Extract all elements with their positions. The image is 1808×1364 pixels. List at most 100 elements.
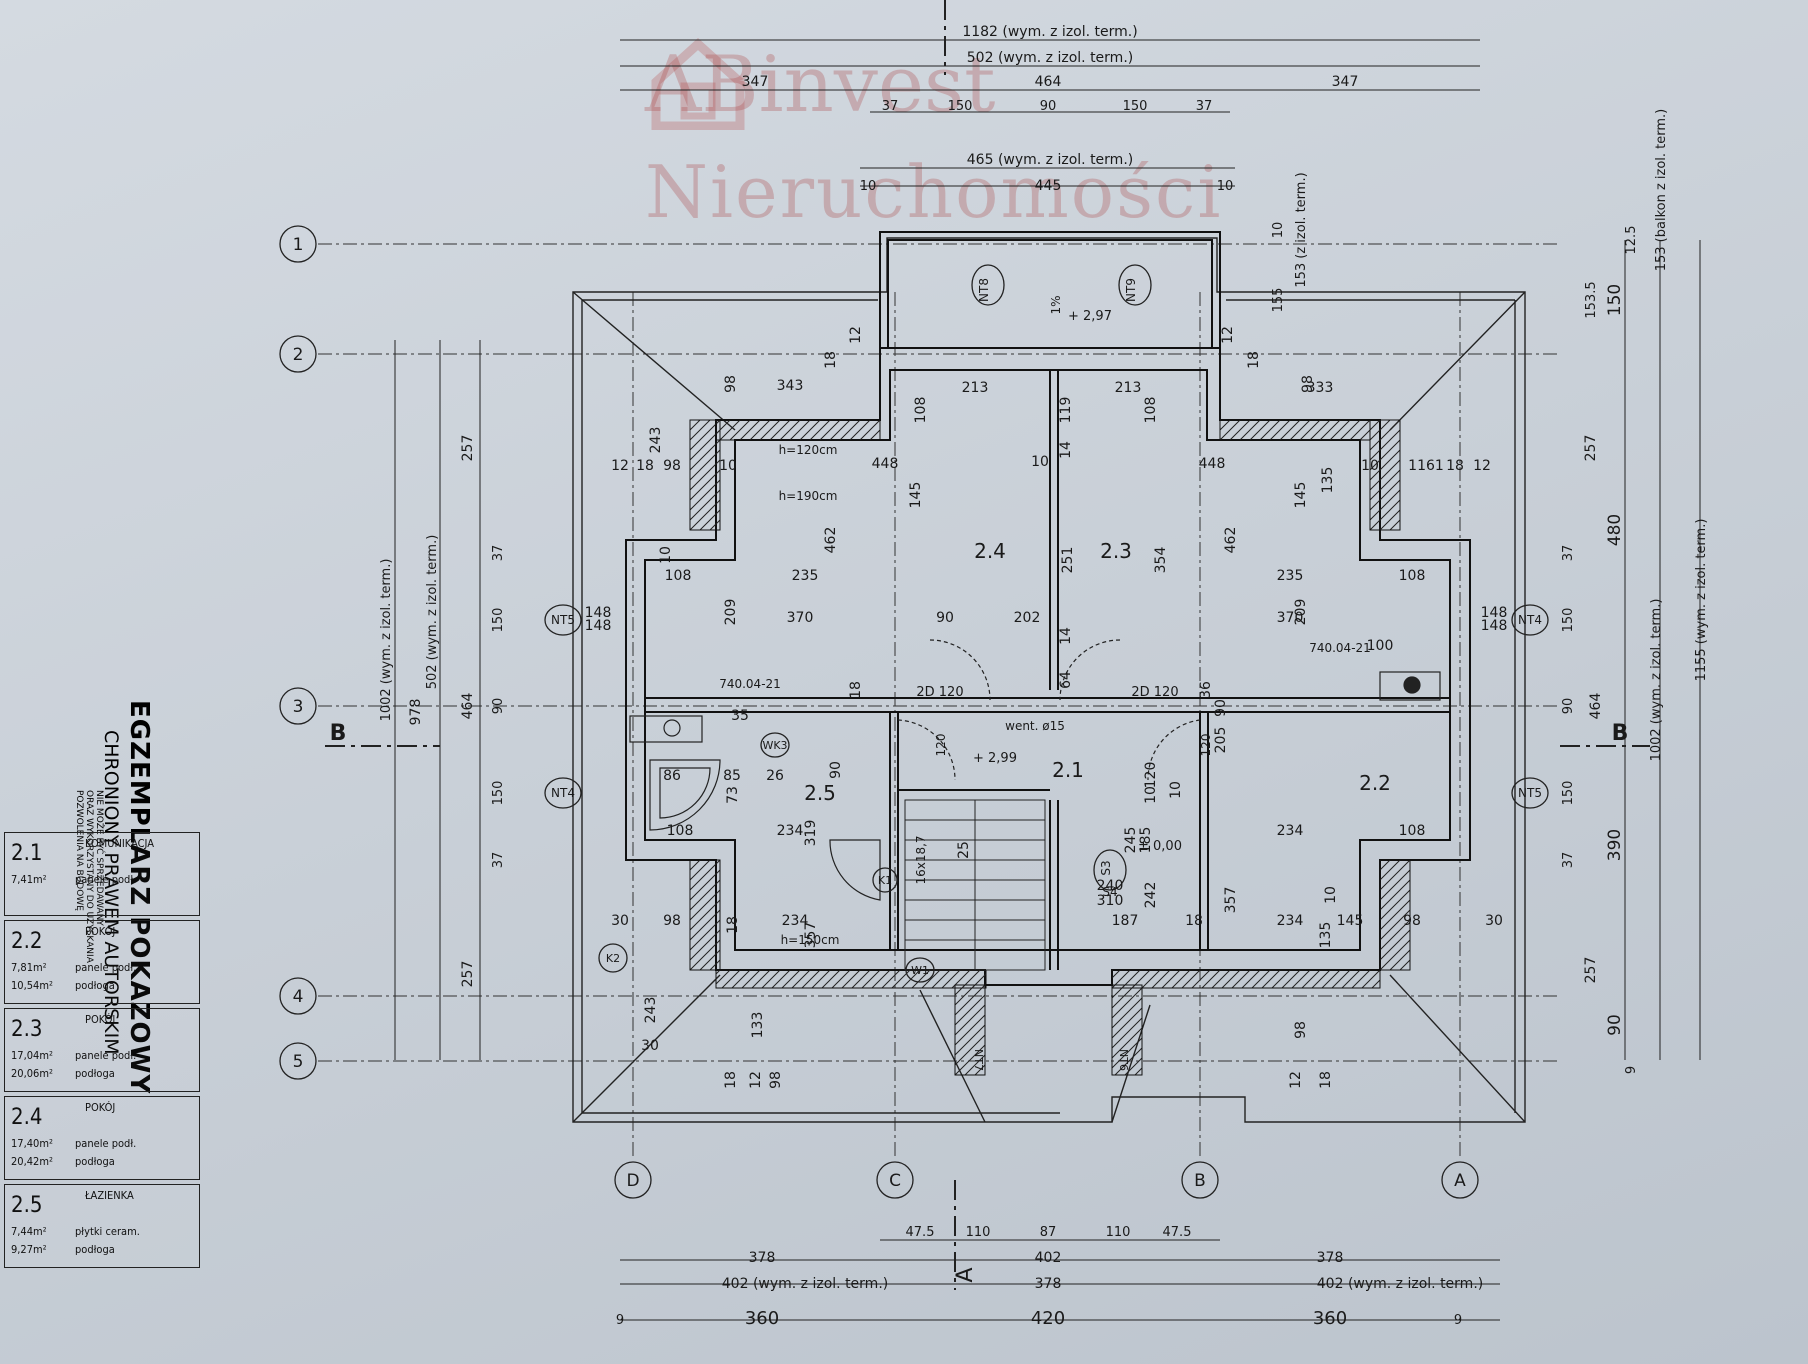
dimension-label: 37 bbox=[1561, 545, 1576, 562]
inner-dimension-label: 108 bbox=[1143, 397, 1159, 424]
inner-dimension-label: 242 bbox=[1143, 882, 1159, 909]
plan-label: 2.2 bbox=[1359, 771, 1391, 795]
inner-dimension-label: 35 bbox=[731, 708, 749, 724]
dimension-label: 37 bbox=[491, 852, 506, 869]
room-name: KOMUNIKACJA bbox=[85, 837, 155, 850]
dimension-label: 153 (balkon z izol. term.) bbox=[1654, 109, 1669, 272]
inner-dimension-label: 73 bbox=[725, 786, 741, 804]
dimension-label: 90 bbox=[1561, 698, 1576, 715]
inner-dimension-label: 18 bbox=[1185, 913, 1203, 929]
inner-dimension-label: 145 bbox=[1337, 913, 1364, 929]
inner-dimension-label: 235 bbox=[1277, 568, 1304, 584]
inner-dimension-label: 148 bbox=[1481, 618, 1508, 634]
dimension-label: 10 bbox=[1271, 222, 1286, 239]
inner-dimension-label: 148 bbox=[585, 605, 612, 621]
inner-dimension-label: 370 bbox=[787, 610, 814, 626]
inner-dimension-label: 354 bbox=[1153, 547, 1169, 574]
inner-dimension-label: 234 bbox=[782, 913, 809, 929]
inner-dimension-label: 10 bbox=[1143, 786, 1159, 804]
inner-dimension-label: 135 bbox=[1318, 922, 1334, 949]
inner-dimension-label: 343 bbox=[777, 378, 804, 394]
inner-dimension-label: 120 bbox=[1143, 762, 1159, 789]
room-floor-area: 20,42m² bbox=[11, 1155, 53, 1168]
inner-dimension-label: 148 bbox=[585, 618, 612, 634]
room-number: 2.3 bbox=[11, 1017, 43, 1042]
dimension-label: 90 bbox=[1605, 1014, 1625, 1036]
dimension-label: 502 (wym. z izol. term.) bbox=[967, 50, 1133, 66]
room-floor-label: podłoga bbox=[75, 1155, 115, 1168]
plan-label: 2.5 bbox=[804, 781, 836, 805]
room-finish: panele podł. bbox=[75, 1137, 137, 1150]
inner-dimension-label: 148 bbox=[1481, 605, 1508, 621]
room-finish: panele podł. bbox=[75, 961, 137, 974]
dimension-label: 502 (wym. z izol. term.) bbox=[425, 535, 440, 690]
dimension-label: 378 bbox=[749, 1250, 776, 1266]
axis-row-label: 4 bbox=[293, 987, 304, 1007]
dimension-label: 402 (wym. z izol. term.) bbox=[1317, 1276, 1483, 1292]
dimension-label: 37 bbox=[491, 545, 506, 562]
room-floor-label: podłoga bbox=[75, 979, 115, 992]
dimension-label: 9 bbox=[1624, 1066, 1639, 1074]
dimension-label: 155 bbox=[1271, 288, 1286, 313]
inner-dimension-label: 98 bbox=[663, 913, 681, 929]
inner-dimension-label: 108 bbox=[1399, 568, 1426, 584]
dimension-label: 150 bbox=[491, 608, 506, 633]
inner-dimension-label: 18 bbox=[1446, 458, 1464, 474]
dimension-label: 10 bbox=[1217, 179, 1234, 194]
dimension-label: 445 bbox=[1035, 178, 1062, 194]
dimension-label: 420 bbox=[1031, 1308, 1065, 1329]
axis-col-label: A bbox=[1454, 1171, 1466, 1191]
dimension-label: 9 bbox=[616, 1313, 624, 1328]
plan-label: 740.04-21 bbox=[1309, 641, 1371, 655]
plan-label: NT4 bbox=[1518, 613, 1542, 627]
section-marker-label: A bbox=[953, 1267, 978, 1282]
plan-label: K1 bbox=[878, 874, 892, 887]
room-number: 2.1 bbox=[11, 841, 43, 866]
dimension-label: 464 bbox=[1588, 693, 1604, 720]
plan-label: h=150cm bbox=[781, 933, 840, 947]
inner-dimension-label: 85 bbox=[723, 768, 741, 784]
inner-dimension-label: 108 bbox=[1399, 823, 1426, 839]
inner-dimension-label: 90 bbox=[1213, 699, 1229, 717]
plan-label: 2.4 bbox=[974, 539, 1006, 563]
dimension-label: 257 bbox=[460, 961, 476, 988]
inner-dimension-label: 25 bbox=[956, 841, 972, 859]
room-floor-area: 10,54m² bbox=[11, 979, 53, 992]
inner-dimension-label: 10 bbox=[1168, 781, 1184, 799]
plan-label: 2.3 bbox=[1100, 539, 1132, 563]
inner-dimension-label: 98 bbox=[1293, 1021, 1309, 1039]
dimension-label: 1182 (wym. z izol. term.) bbox=[962, 24, 1137, 40]
inner-dimension-label: 448 bbox=[1199, 456, 1226, 472]
inner-dimension-label: 243 bbox=[648, 427, 664, 454]
dimension-label: 464 bbox=[460, 693, 476, 720]
dimension-label: 1155 (wym. z izol. term.) bbox=[1694, 519, 1709, 682]
inner-dimension-label: 18 bbox=[848, 681, 864, 699]
inner-dimension-label: 187 bbox=[1112, 913, 1139, 929]
inner-dimension-label: 14 bbox=[1058, 627, 1074, 645]
dimension-label: 37 bbox=[1561, 852, 1576, 869]
inner-dimension-label: 251 bbox=[1060, 547, 1076, 574]
room-floor-label: podłoga bbox=[75, 1243, 115, 1256]
legend-row: 2.3 POKÓJ 17,04m² panele podł. 20,06m² p… bbox=[4, 1008, 200, 1092]
plan-label: went. ø15 bbox=[1005, 719, 1065, 733]
section-marker-label: B bbox=[330, 721, 347, 746]
room-finish: panele podł. bbox=[75, 873, 137, 886]
axis-row-label: 1 bbox=[293, 235, 304, 255]
dimension-label: 37 bbox=[1196, 99, 1213, 114]
room-name: POKÓJ bbox=[85, 925, 116, 938]
plan-label: NT8 bbox=[977, 278, 991, 302]
inner-dimension-label: 333 bbox=[1307, 380, 1334, 396]
inner-dimension-label: 108 bbox=[665, 568, 692, 584]
plan-label: NT6 bbox=[1117, 1049, 1130, 1071]
dimension-label: 150 bbox=[1561, 608, 1576, 633]
dimension-label: 402 bbox=[1035, 1250, 1062, 1266]
dimension-label: 978 bbox=[408, 699, 424, 726]
room-legend-table: 2.1 KOMUNIKACJA 7,41m² panele podł. 2.2 … bbox=[4, 832, 200, 1272]
plan-label: S4 bbox=[1102, 885, 1117, 899]
plan-label: S3 bbox=[1099, 860, 1113, 875]
dimension-label: 150 bbox=[491, 781, 506, 806]
watermark-brand: ABinvest bbox=[645, 40, 996, 130]
dimension-label: 347 bbox=[1332, 74, 1359, 90]
inner-dimension-label: 10 bbox=[1323, 886, 1339, 904]
axis-col-label: C bbox=[889, 1171, 901, 1191]
